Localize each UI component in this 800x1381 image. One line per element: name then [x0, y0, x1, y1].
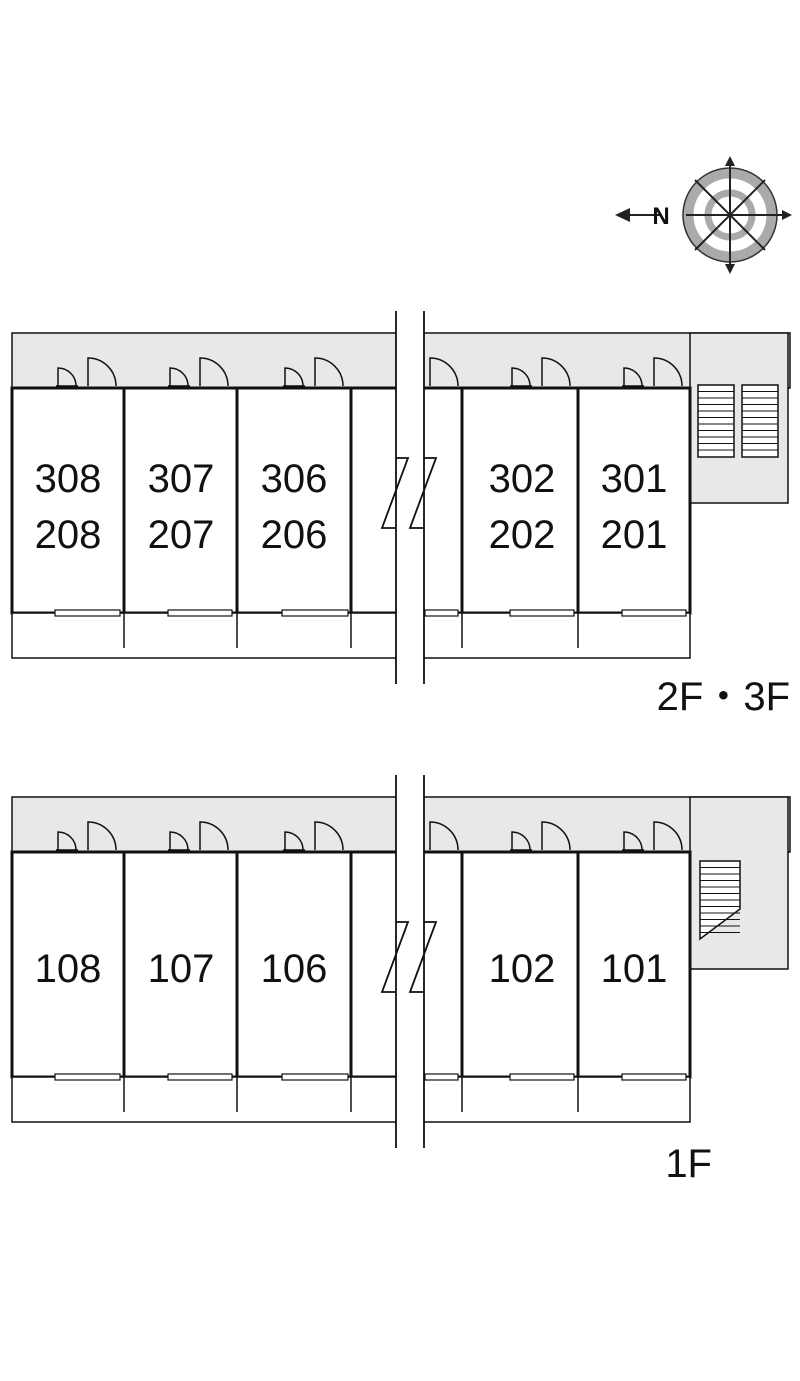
window [54, 609, 121, 617]
window [167, 1073, 233, 1081]
unit-number-lower: 206 [261, 513, 328, 557]
door-small [57, 831, 77, 851]
door-large [653, 821, 683, 851]
door-large [87, 357, 117, 387]
unit-number-lower: 208 [35, 513, 102, 557]
door-large [199, 821, 229, 851]
door-large [653, 357, 683, 387]
window [54, 1073, 121, 1081]
unit-number: 108 [35, 947, 102, 991]
window [621, 609, 687, 617]
north-label: N [652, 203, 669, 230]
window [509, 1073, 575, 1081]
window [424, 609, 459, 617]
break-zigzag [408, 921, 438, 993]
break-gap [396, 311, 424, 684]
unit-number-upper: 306 [261, 457, 328, 501]
door-large [429, 821, 459, 851]
door-large [314, 357, 344, 387]
upper-floor-plan: 308 208 307 207 306 206 302 202 301 201 [10, 311, 791, 684]
break-zigzag [408, 457, 438, 529]
break-zigzag [380, 457, 410, 529]
unit-number: 102 [489, 947, 556, 991]
ground-floor-plan: 108 107 106 102 101 [10, 775, 791, 1148]
unit-number-upper: 308 [35, 457, 102, 501]
unit-number: 101 [601, 947, 668, 991]
stair-flight [697, 384, 735, 458]
unit-number-upper: 307 [148, 457, 215, 501]
ground-floor-label: 1F [665, 1142, 712, 1186]
door-small [169, 831, 189, 851]
break-gap [396, 775, 424, 1148]
unit-number-lower: 207 [148, 513, 215, 557]
window [424, 1073, 459, 1081]
unit-number-lower: 201 [601, 513, 668, 557]
unit-number-upper: 301 [601, 457, 668, 501]
door-large [87, 821, 117, 851]
door-large [541, 357, 571, 387]
break-zigzag [380, 921, 410, 993]
unit-number: 106 [261, 947, 328, 991]
window [167, 609, 233, 617]
door-small [57, 367, 77, 387]
door-small [284, 367, 304, 387]
upper-floor-label: 2F・3F [657, 675, 790, 719]
door-small [511, 831, 531, 851]
door-large [429, 357, 459, 387]
door-small [623, 831, 643, 851]
compass-icon: N [615, 156, 792, 274]
stair-flight [741, 384, 779, 458]
window [621, 1073, 687, 1081]
unit-number: 107 [148, 947, 215, 991]
door-small [169, 367, 189, 387]
door-large [314, 821, 344, 851]
unit-number-upper: 302 [489, 457, 556, 501]
door-small [511, 367, 531, 387]
unit-number-lower: 202 [489, 513, 556, 557]
door-large [199, 357, 229, 387]
door-small [284, 831, 304, 851]
window [281, 609, 349, 617]
door-large [541, 821, 571, 851]
door-small [623, 367, 643, 387]
window [281, 1073, 349, 1081]
window [509, 609, 575, 617]
